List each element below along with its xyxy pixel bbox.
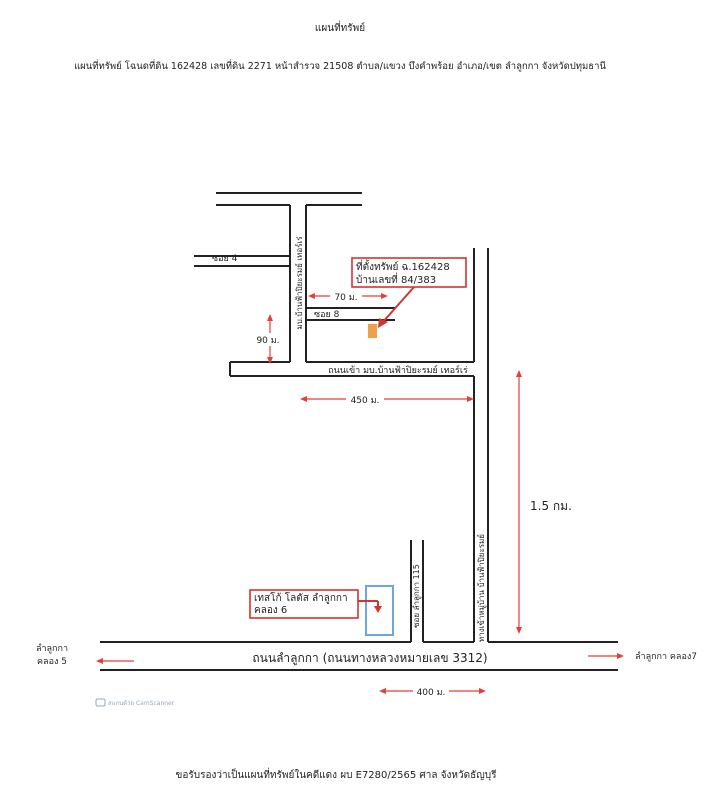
arrow-1-5km-head-top [516,370,522,377]
dimension-70m: 70 ม. [308,290,388,303]
tesco-building-outline [365,585,394,636]
property-callout-pointer-head [378,318,388,328]
main-road [100,641,618,671]
property-callout-line2: บ้านเลขที่ 84/383 [356,272,436,286]
right-arrow-head [617,653,624,659]
label-90m-bg [254,333,284,346]
property-callout-pointer [381,286,415,324]
label-90m: 90 ม. [256,336,279,346]
label-400m-bg [413,685,449,697]
arrow-400m-head-left [379,688,386,694]
arrow-450m-head-left [300,396,307,402]
village-roads [194,192,489,642]
tesco-callout: เทสโก้ โลตัส ลำลูกกา คลอง 6 [249,585,394,636]
label-left-destination-line2: คลอง 5 [37,657,67,667]
right-destination-arrow [588,653,624,659]
camscanner-logo-icon [95,698,106,707]
label-70m-bg [330,290,362,302]
label-village-vertical-road: มบ.บ้านฟ้าปิยะรมย์ เทอร์เร่ [294,236,304,330]
label-left-destination-line1: ลำลูกกา [36,643,68,654]
label-soi4: ซอย 4 [212,254,238,264]
property-callout-box [351,257,467,288]
property-marker [368,324,377,338]
camscanner-watermark: สแกนด้วย CamScanner [95,698,175,707]
left-arrow-head [96,658,103,664]
label-main-road: ถนนลำลูกกา (ถนนทางหลวงหมายเลข 3312) [252,651,487,666]
arrow-90m-head-top [267,314,273,321]
dimension-400m: 400 ม. [379,685,486,698]
left-destination-arrow [96,658,134,664]
property-callout: ที่ตั้งทรัพย์ ฉ.162428 บ้านเลขที่ 84/383 [351,257,467,338]
label-450m-bg [346,393,384,405]
document-footer: ขอรับรองว่าเป็นแผนที่ทรัพย์ในคดีแดง ผบ E… [176,767,498,781]
watermark-text: สแกนด้วย CamScanner [108,700,175,707]
arrow-1-5km-head-bottom [516,627,522,634]
label-soi115: ซอย ลำลูกกา 115 [412,564,422,628]
label-entry-road: ถนนเข้า มบ.บ้านฟ้าปิยะรมย์ เทอร์เร่ [328,364,468,376]
label-right-destination: ลำลูกกา คลอง7 [635,651,697,662]
tesco-callout-pointer-head [374,606,382,613]
arrow-90m-head-bottom [267,357,273,364]
dimension-1-5km: 1.5 กม. [516,370,572,634]
label-450m: 450 ม. [351,396,380,406]
document-title: แผนที่ทรัพย์ [315,20,365,34]
arrow-70m-head-left [308,293,315,299]
arrow-450m-head-right [467,396,474,402]
label-70m: 70 ม. [334,293,357,303]
tesco-callout-line2: คลอง 6 [254,605,287,616]
tesco-callout-line1: เทสโก้ โลตัส ลำลูกกา [254,591,348,604]
tesco-callout-box [249,589,359,619]
label-soi8: ซอย 8 [314,310,340,320]
label-village-entrance-road: ทางเข้าหมู่บ้าน บ้านฟ้าปิยะรมย์ [476,534,487,642]
property-callout-line1: ที่ตั้งทรัพย์ ฉ.162428 [356,259,450,273]
dimension-450m: 450 ม. [300,393,474,406]
arrow-70m-head-right [381,293,388,299]
label-400m: 400 ม. [417,688,446,698]
dimension-90m: 90 ม. [254,314,284,364]
arrow-400m-head-right [479,688,486,694]
document-subtitle: แผนที่ทรัพย์ โฉนดที่ดิน 162428 เลขที่ดิน… [74,59,606,72]
label-1-5km: 1.5 กม. [530,499,572,513]
